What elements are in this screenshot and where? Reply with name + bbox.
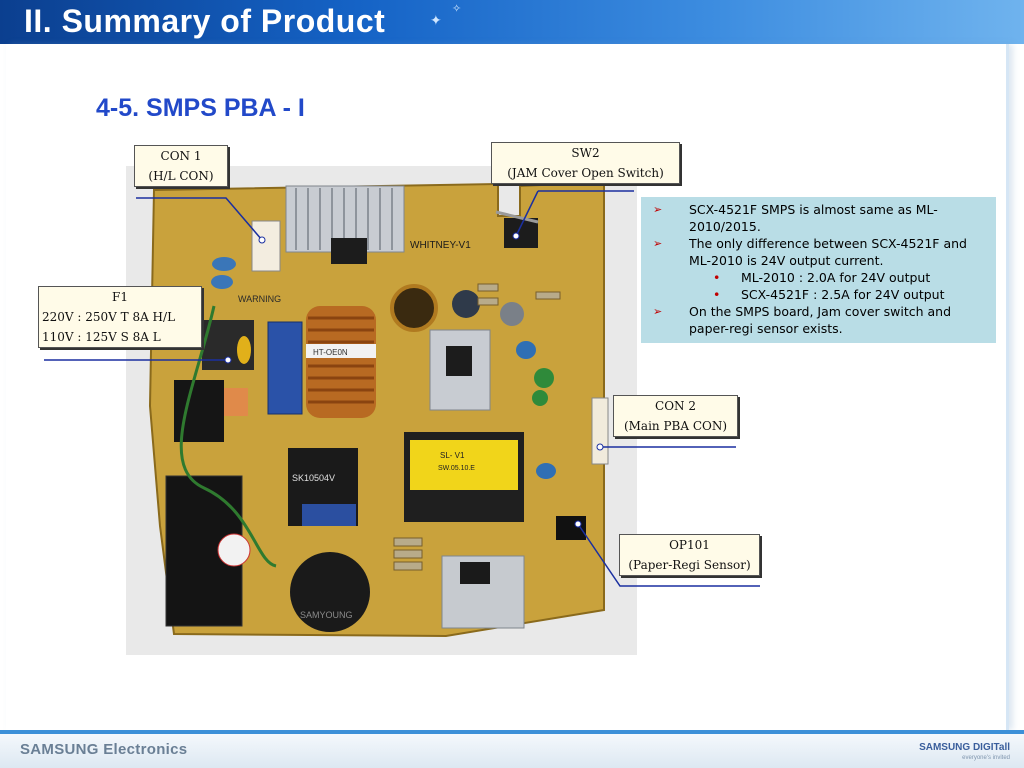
sw2-callout-line — [515, 190, 539, 237]
blue-capacitor — [211, 275, 233, 289]
regulator — [446, 346, 472, 376]
electrolytic-capacitor — [500, 302, 524, 326]
sw2-callout-dot — [512, 232, 520, 240]
con2-callout-dot — [596, 443, 604, 451]
blue-capacitor — [536, 463, 556, 479]
footer-divider — [0, 730, 1024, 734]
blue-capacitor-block — [267, 321, 303, 415]
info-subitem-text: ML-2010 : 2.0A for 24V output — [741, 270, 931, 285]
samsung-digitall-logo: SAMSUNG DIGITall everyone's invited — [919, 743, 1010, 763]
board-label-ic: SK10504V — [292, 473, 335, 483]
sparkle-icon: ✦ — [430, 12, 442, 28]
header-bar: II. Summary of Product ✦ ✧ — [0, 0, 1024, 44]
con1-label-title: CON 1 — [160, 149, 202, 163]
info-subitem: • ML-2010 : 2.0A for 24V output — [651, 269, 990, 286]
diode-bridge — [460, 562, 490, 584]
board-label-sw: SW.05.10.E — [438, 465, 475, 472]
pcb-substrate — [148, 180, 605, 638]
toroid-coil — [390, 284, 438, 332]
info-subitem: • SCX-4521F : 2.5A for 24V output — [651, 286, 990, 303]
con2-label-title: CON 2 — [655, 399, 696, 413]
footer-bar: SAMSUNG Electronics SAMSUNG DIGITall eve… — [0, 734, 1024, 768]
sw2-label-title: SW2 — [571, 146, 600, 160]
con2-label: CON 2 (Main PBA CON) — [613, 395, 738, 437]
arrow-bullet-icon: ➢ — [653, 305, 663, 318]
board-label-whitney: WHITNEY-V1 — [410, 240, 471, 251]
blue-module — [302, 504, 356, 526]
arrow-bullet-icon: ➢ — [653, 237, 663, 250]
info-subitem-text: SCX-4521F : 2.5A for 24V output — [741, 287, 945, 302]
op101-callout-dot — [574, 520, 582, 528]
op101-callout-line — [577, 523, 760, 587]
info-box: ➢ SCX-4521F SMPS is almost same as ML-201… — [641, 197, 996, 343]
sw2-label: SW2 (JAM Cover Open Switch) — [491, 142, 680, 184]
digitall-tagline: everyone's invited — [962, 755, 1010, 761]
f1-label: F1 220V : 250V T 8A H/L 110V : 125V S 8A… — [38, 286, 202, 348]
dot-bullet-icon: • — [713, 270, 721, 285]
con2-label-desc: (Main PBA CON) — [623, 419, 728, 433]
info-item: ➢ On the SMPS board, Jam cover switch and… — [651, 303, 990, 337]
op101-label-title: OP101 — [669, 538, 710, 552]
section-subtitle: 4-5. SMPS PBA - I — [96, 94, 305, 122]
con1-label: CON 1 (H/L CON) — [134, 145, 228, 187]
f1-label-220v: 220V : 250V T 8A H/L — [42, 310, 176, 324]
smps-board-photo: WHITNEY-V1 WARNING HT-OE0N SK10504V SL- … — [126, 166, 637, 655]
resistor-group — [393, 283, 561, 571]
f1-label-110v: 110V : 125V S 8A L — [42, 330, 161, 344]
f1-label-title: F1 — [112, 290, 128, 304]
board-label-warning: WARNING — [238, 294, 281, 304]
info-item: ➢ The only difference between SCX-4521F a… — [651, 235, 990, 269]
info-list: ➢ SCX-4521F SMPS is almost same as ML-201… — [641, 197, 996, 337]
info-item-text: The only difference between SCX-4521F an… — [689, 236, 967, 268]
op101-label-desc: (Paper-Regi Sensor) — [628, 558, 751, 572]
green-capacitor — [532, 390, 548, 406]
op101-label: OP101 (Paper-Regi Sensor) — [619, 534, 760, 576]
ground-wire — [179, 305, 277, 568]
blue-capacitor — [516, 341, 536, 359]
slide-title: II. Summary of Product — [24, 3, 386, 39]
jam-switch — [504, 218, 538, 248]
con1-label-desc: (H/L CON) — [148, 169, 214, 183]
con1-callout-dot — [258, 236, 266, 244]
info-item-text: SCX-4521F SMPS is almost same as ML-2010… — [689, 202, 938, 234]
power-coil: HT-OE0N — [306, 306, 376, 418]
yellow-transformer — [410, 440, 518, 490]
large-capacitor — [290, 552, 370, 632]
board-label-sl: SL- V1 — [440, 451, 465, 460]
transistor — [331, 238, 367, 264]
sw2-label-desc: (JAM Cover Open Switch) — [507, 166, 664, 180]
info-item-text: On the SMPS board, Jam cover switch and … — [689, 304, 952, 336]
samsung-electronics-logo: SAMSUNG Electronics — [20, 741, 188, 758]
heatsink-middle — [429, 329, 491, 411]
con1-callout-line — [136, 197, 263, 241]
blue-capacitor — [212, 257, 236, 271]
board-label-samyoung: SAMYOUNG — [300, 610, 353, 620]
con1-connector — [251, 220, 281, 272]
digitall-wordmark: SAMSUNG DIGITall — [919, 742, 1010, 753]
dot-bullet-icon: • — [713, 287, 721, 302]
electrolytic-capacitor — [452, 290, 480, 318]
f1-callout-dot — [224, 356, 232, 364]
green-capacitor — [534, 368, 554, 388]
arrow-bullet-icon: ➢ — [653, 203, 663, 216]
switch-lever — [224, 388, 248, 416]
fuse-cap — [237, 336, 251, 364]
board-label-ht: HT-OE0N — [313, 348, 348, 357]
sparkle-icon: ✧ — [452, 3, 462, 15]
info-item: ➢ SCX-4521F SMPS is almost same as ML-201… — [651, 201, 990, 235]
switch-arm — [495, 210, 539, 224]
inlet-sticker — [217, 533, 251, 567]
